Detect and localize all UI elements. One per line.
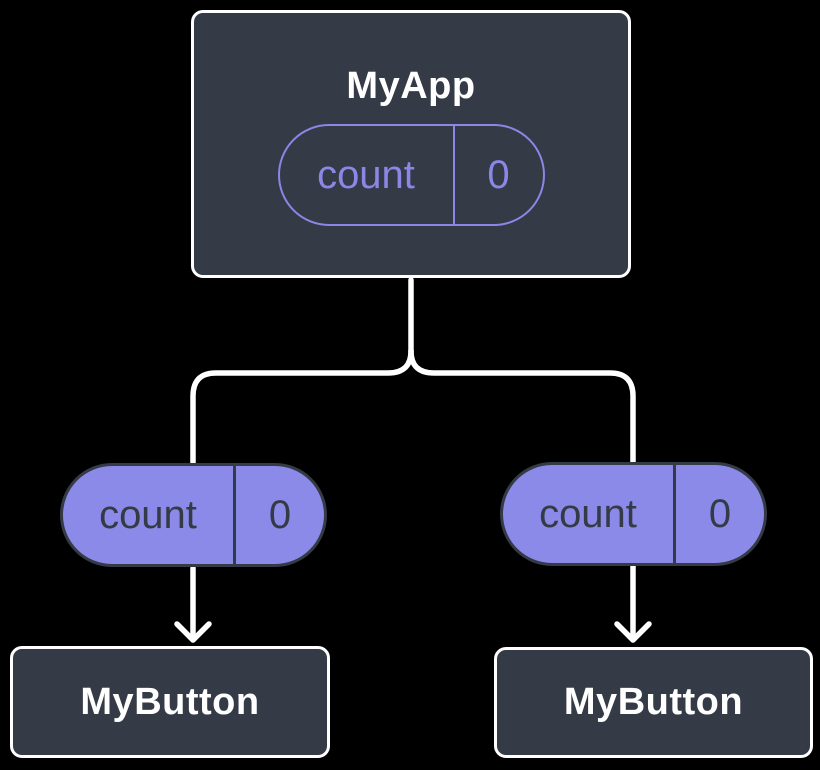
- state-pill: count 0: [277, 124, 545, 226]
- prop-pill-right: count 0: [500, 462, 767, 566]
- branch-line-left: [190, 348, 414, 467]
- mybutton-component-box-right: MyButton: [494, 647, 813, 758]
- arrowhead-down-icon: [174, 621, 212, 643]
- prop-value-label: 0: [673, 465, 764, 563]
- state-key-label: count: [317, 152, 415, 197]
- prop-key-label: count: [539, 491, 637, 536]
- myapp-component-box: MyApp count 0: [191, 10, 631, 278]
- component-title: MyButton: [80, 680, 260, 723]
- component-title: MyApp: [346, 65, 476, 107]
- prop-key-label: count: [99, 492, 197, 537]
- prop-value-label: 0: [233, 466, 324, 564]
- arrowhead-down-icon: [614, 621, 652, 643]
- branch-line-right: [408, 348, 636, 467]
- mybutton-component-box-left: MyButton: [10, 646, 330, 758]
- state-value-label: 0: [452, 126, 543, 224]
- prop-pill-left: count 0: [60, 463, 327, 567]
- component-title: MyButton: [563, 681, 744, 723]
